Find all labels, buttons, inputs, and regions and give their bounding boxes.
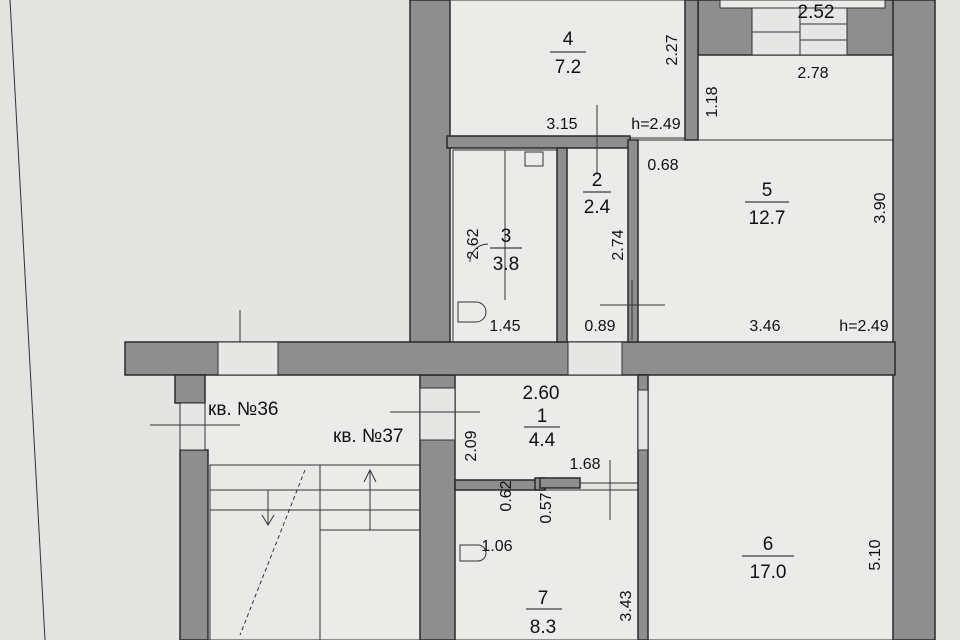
svg-text:1.68: 1.68 [569,456,600,473]
sheet-border-line [9,0,46,640]
room-5-area: 12.7 [749,208,786,229]
svg-text:1.18: 1.18 [704,86,721,117]
svg-text:5.10: 5.10 [867,539,884,570]
door-opening [567,341,623,376]
svg-text:0.68: 0.68 [647,157,678,174]
svg-text:3.90: 3.90 [872,192,889,223]
wall-room6-left [637,374,649,640]
room-2-area: 2.4 [584,197,611,218]
washbasin-icon [459,544,487,562]
opening [419,387,456,441]
wall-right-outer [892,0,936,640]
room-2-number: 2 [592,170,603,191]
room-7-area: 8.3 [530,617,556,638]
room-3-area: 3.8 [493,254,519,275]
svg-text:3.46: 3.46 [749,318,780,335]
wall-room4-room5 [684,0,699,141]
door-swing [469,243,489,263]
room-1-number: 1 [537,406,548,427]
room-4-area: 7.2 [555,57,581,78]
svg-text:2.62: 2.62 [465,228,482,259]
svg-text:2.52: 2.52 [798,2,835,23]
svg-text:0.57: 0.57 [538,492,555,523]
stairs [150,310,480,640]
room-4 [449,0,689,139]
svg-text:2.74: 2.74 [610,229,627,260]
svg-text:1.45: 1.45 [489,318,520,335]
room-7 [454,489,639,640]
room-1-area: 4.4 [529,430,556,451]
dimensions: 2.52 2.27 2.78 1.18 3.15 h=2.49 0.68 3.9… [463,2,889,622]
room-7-number: 7 [538,588,549,609]
wall-stair-left [179,449,209,640]
toilet-icon [457,301,487,323]
room-3-number: 3 [501,226,512,247]
svg-text:0.62: 0.62 [498,480,515,511]
room-6 [647,374,894,640]
svg-text:3.43: 3.43 [618,590,635,621]
svg-text:2.78: 2.78 [797,65,828,82]
room-4-number: 4 [563,29,574,50]
room-5-number: 5 [762,180,773,201]
wall-room3-room2 [556,147,568,343]
wall-central-upper [409,0,451,346]
svg-text:3.15: 3.15 [546,116,577,133]
svg-text:1.06: 1.06 [481,538,512,555]
wall-room2-room5 [627,139,639,343]
svg-text:2.09: 2.09 [463,430,480,461]
svg-text:2.60: 2.60 [523,383,560,404]
window-opening [217,341,279,376]
room-5 [637,139,899,346]
apartment-37-label: кв. №37 [333,426,403,447]
svg-text:h=2.49: h=2.49 [839,318,888,335]
svg-text:0.89: 0.89 [584,318,615,335]
sink-icon [524,151,544,167]
room-6-area: 17.0 [750,562,787,583]
wall-rooms-2-3-top [446,135,631,149]
room-6-number: 6 [763,534,774,555]
svg-text:h=2.49: h=2.49 [631,116,680,133]
svg-text:2.27: 2.27 [664,34,681,65]
apartment-36-label: кв. №36 [208,399,278,420]
